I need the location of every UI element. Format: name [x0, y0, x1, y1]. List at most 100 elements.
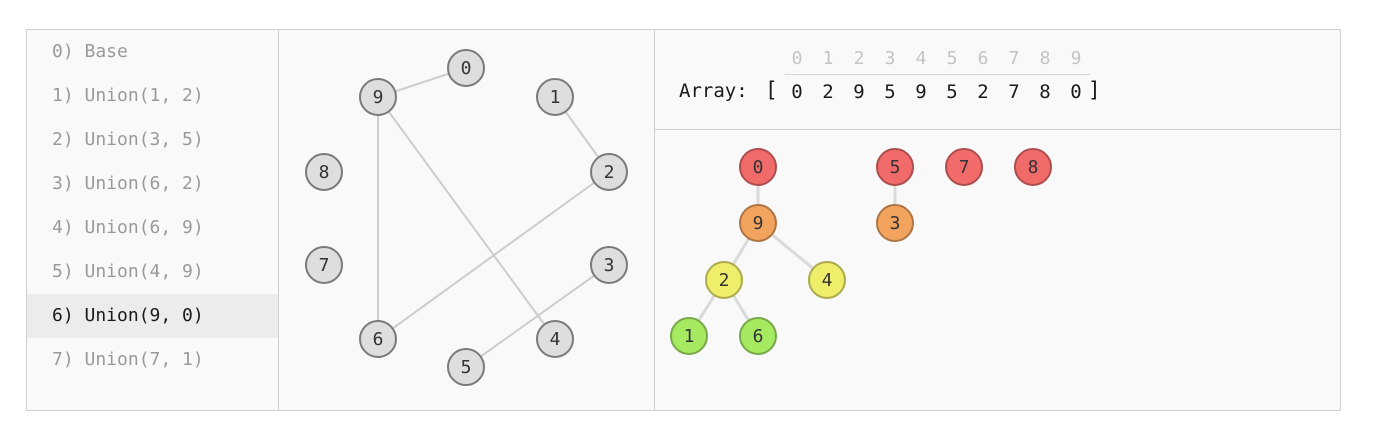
- node-0: 0: [447, 49, 485, 87]
- step-item[interactable]: 2) Union(3, 5): [52, 129, 204, 150]
- node-label: 9: [373, 87, 384, 108]
- index-divider: [785, 74, 1090, 75]
- node-9: 9: [739, 204, 777, 242]
- node-label: 6: [373, 329, 384, 350]
- array-value: 0: [1070, 81, 1082, 103]
- node-7: 7: [945, 148, 983, 186]
- array-value: 5: [946, 81, 958, 103]
- node-label: 5: [461, 357, 472, 378]
- node-circle: [305, 246, 343, 284]
- union-find-visualizer: 0) Base 1) Union(1, 2) 2) Union(3, 5) 3)…: [26, 29, 1341, 411]
- node-circle: [670, 317, 708, 355]
- edge-3-5: [465, 264, 610, 368]
- node-8: 8: [1014, 148, 1052, 186]
- array-index: 7: [1008, 48, 1020, 69]
- node-label: 2: [604, 162, 615, 183]
- node-label: 1: [550, 87, 561, 108]
- forest-diagram: 0 9 2 4 1 6 5 3 7 8: [670, 148, 1052, 355]
- array-index: 2: [853, 48, 865, 69]
- node-1: 1: [536, 78, 574, 116]
- array-index: 5: [946, 48, 958, 69]
- node-label: 6: [753, 326, 764, 347]
- step-item[interactable]: 0) Base: [52, 41, 128, 62]
- array-value: 9: [915, 81, 927, 103]
- node-2: 2: [705, 261, 743, 299]
- node-label: 4: [822, 270, 833, 291]
- node-3: 3: [876, 204, 914, 242]
- node-circle: [739, 204, 777, 242]
- node-2: 2: [590, 153, 628, 191]
- node-0: 0: [739, 148, 777, 186]
- node-5: 5: [876, 148, 914, 186]
- node-circle: [536, 78, 574, 116]
- node-7: 7: [305, 246, 343, 284]
- array-value: 2: [977, 81, 989, 103]
- array-value: 9: [853, 81, 865, 103]
- close-bracket: ]: [1088, 78, 1101, 102]
- node-8: 8: [305, 153, 343, 191]
- array-index: 8: [1039, 48, 1051, 69]
- step-item-active[interactable]: 6) Union(9, 0): [27, 294, 278, 338]
- node-label: 2: [719, 270, 730, 291]
- node-label: 3: [890, 213, 901, 234]
- array-value: 8: [1039, 81, 1051, 103]
- array-value: 5: [884, 81, 896, 103]
- node-circle: [359, 320, 397, 358]
- node-circle: [876, 204, 914, 242]
- node-4: 4: [808, 261, 846, 299]
- array-index: 4: [915, 48, 927, 69]
- node-circle: [876, 148, 914, 186]
- node-label: 7: [959, 157, 970, 178]
- node-label: 9: [753, 213, 764, 234]
- node-label: 8: [319, 162, 330, 183]
- graph-diagram: 0 1 2 3 4 5 6 7 8 9: [305, 49, 628, 386]
- array-index: 0: [791, 48, 803, 69]
- node-5: 5: [447, 348, 485, 386]
- node-circle: [808, 261, 846, 299]
- node-label: 4: [550, 329, 561, 350]
- step-item[interactable]: 4) Union(6, 9): [52, 217, 204, 238]
- node-circle: [447, 348, 485, 386]
- node-circle: [305, 153, 343, 191]
- node-label: 7: [319, 255, 330, 276]
- edge-9-4: [377, 96, 556, 340]
- node-4: 4: [536, 320, 574, 358]
- node-circle: [705, 261, 743, 299]
- node-label: 5: [890, 157, 901, 178]
- node-circle: [536, 320, 574, 358]
- node-label: 8: [1028, 157, 1039, 178]
- step-item[interactable]: 1) Union(1, 2): [52, 85, 204, 106]
- array-index: 6: [977, 48, 989, 69]
- node-3: 3: [590, 246, 628, 284]
- array-value: 0: [791, 81, 803, 103]
- array-index: 3: [884, 48, 896, 69]
- node-circle: [739, 317, 777, 355]
- node-circle: [1014, 148, 1052, 186]
- step-item[interactable]: 7) Union(7, 1): [52, 349, 204, 370]
- node-6: 6: [359, 320, 397, 358]
- node-circle: [359, 78, 397, 116]
- node-circle: [590, 246, 628, 284]
- array-index: 9: [1070, 48, 1082, 69]
- step-list: 0) Base 1) Union(1, 2) 2) Union(3, 5) 3)…: [27, 30, 279, 410]
- node-label: 1: [684, 326, 695, 347]
- node-label: 0: [461, 58, 472, 79]
- step-item[interactable]: 5) Union(4, 9): [52, 261, 204, 282]
- node-label: 0: [753, 157, 764, 178]
- array-index: 1: [822, 48, 834, 69]
- array-label: Array:: [679, 80, 748, 102]
- node-circle: [945, 148, 983, 186]
- step-item[interactable]: 3) Union(6, 2): [52, 173, 204, 194]
- node-circle: [590, 153, 628, 191]
- array-value: 2: [822, 81, 834, 103]
- node-9: 9: [359, 78, 397, 116]
- node-label: 3: [604, 255, 615, 276]
- node-circle: [739, 148, 777, 186]
- open-bracket: [: [765, 78, 778, 102]
- node-circle: [447, 49, 485, 87]
- node-1: 1: [670, 317, 708, 355]
- node-6: 6: [739, 317, 777, 355]
- graph-panel: 0 1 2 3 4 5 6 7 8 9: [279, 30, 655, 410]
